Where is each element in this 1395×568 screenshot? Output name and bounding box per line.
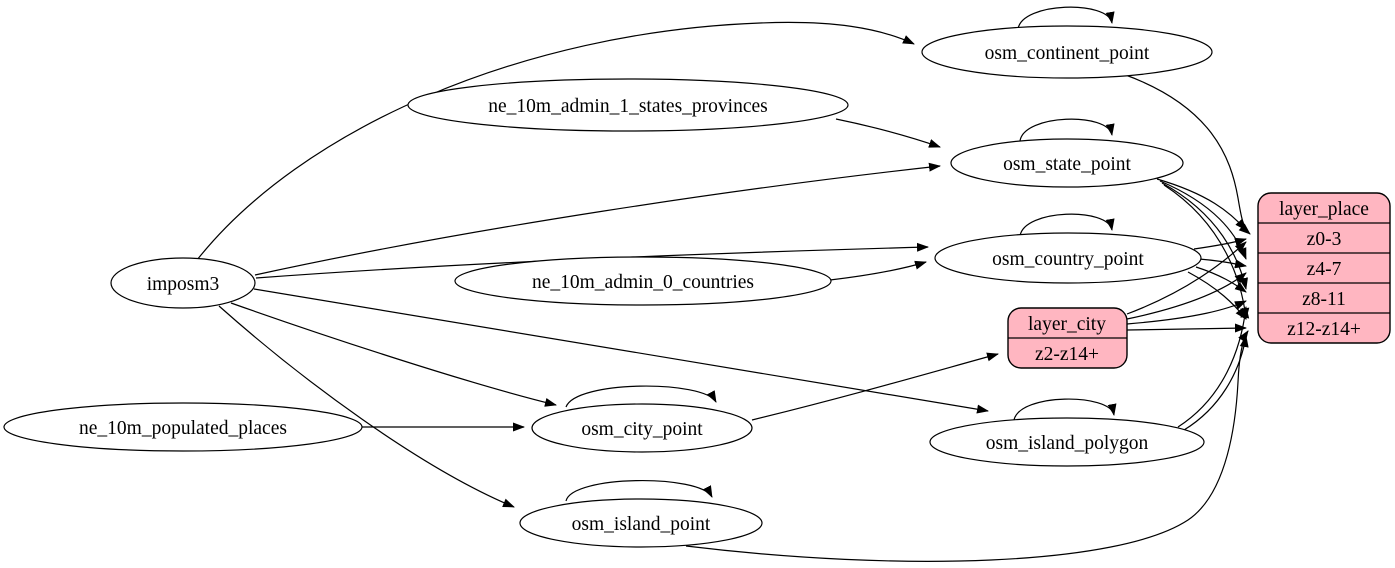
node-osm_country_point: osm_country_point (934, 232, 1202, 284)
edge-osm_island_polygon-layer_place-z8-11 (1177, 306, 1250, 428)
imposm3-label: imposm3 (147, 274, 220, 295)
edge-layer_city-layer_place-z8-11 (1126, 300, 1247, 325)
osm_state_point-label: osm_state_point (1003, 154, 1131, 175)
layer_city-row-z2-z14: z2-z14+ (1035, 344, 1099, 365)
osm_city_point-label: osm_city_point (581, 419, 703, 440)
layer_place-row-z0-3: z0-3 (1307, 229, 1342, 250)
osm_island_polygon-shape (929, 417, 1205, 467)
selfloop-osm_country_point (1019, 213, 1115, 237)
node-osm_island_polygon: osm_island_polygon (929, 417, 1205, 467)
node-ne_10m_admin_1_states_provinces: ne_10m_admin_1_states_provinces (407, 78, 849, 132)
edge-osm_country_point-layer_place-z4-7 (1198, 258, 1247, 269)
selfloop-osm_city_point (565, 385, 717, 408)
node-layer_city: layer_city z2-z14+ (1007, 307, 1128, 369)
osm_country_point-shape (934, 232, 1202, 284)
node-imposm3: imposm3 (110, 257, 256, 309)
edge-imposm3-osm_island_point (218, 305, 515, 508)
node-ne_10m_populated_places: ne_10m_populated_places (3, 402, 363, 452)
edge-imposm3-osm_state_point (254, 162, 941, 276)
selfloop-osm_state_point (1019, 118, 1115, 142)
osm_continent_point-label: osm_continent_point (985, 43, 1150, 64)
node-osm_island_point: osm_island_point (519, 498, 763, 548)
edge-osm_country_point-layer_place-z0-3 (1193, 237, 1247, 250)
edge-imposm3-osm_island_polygon (253, 288, 989, 414)
node-osm_state_point: osm_state_point (950, 138, 1184, 188)
edge-osm_city_point-layer_city-z2-z14 (751, 352, 999, 421)
node-osm_continent_point: osm_continent_point (921, 25, 1213, 79)
ne_10m_admin_0_countries-shape (454, 256, 832, 306)
edge-ne_10m_admin_1_states_provinces-osm_state_point (835, 118, 941, 148)
edge-ne_10m_admin_0_countries-osm_country_point (829, 260, 927, 281)
osm_country_point-label: osm_country_point (992, 249, 1144, 270)
layer_place-shape (1257, 192, 1391, 344)
layer_place-header: layer_place (1279, 199, 1369, 220)
edge-osm_state_point-layer_place-z0-3 (1156, 178, 1247, 231)
osm_continent_point-shape (921, 25, 1213, 79)
selfloop-osm_island_point (565, 480, 713, 502)
edge-imposm3-osm_city_point (230, 302, 557, 407)
edge-osm_country_point-layer_place-z8-11 (1195, 266, 1247, 293)
node-ne_10m_admin_0_countries: ne_10m_admin_0_countries (454, 256, 832, 306)
ne_10m_admin_1_states_provinces-label: ne_10m_admin_1_states_provinces (488, 96, 767, 117)
node-osm_city_point: osm_city_point (531, 403, 753, 453)
edge-osm_island_polygon-layer_place-z12-z14 (1183, 335, 1249, 431)
ne_10m_admin_1_states_provinces-shape (407, 78, 849, 132)
osm_island_point-shape (519, 498, 763, 548)
imposm3-shape (110, 257, 256, 309)
osm_island_point-label: osm_island_point (572, 514, 711, 535)
edge-osm_island_point-layer_place-z12-z14 (685, 330, 1249, 562)
edge-layer_city-layer_place-z12-z14 (1126, 323, 1247, 333)
layer_place-row-z8-11: z8-11 (1302, 289, 1346, 310)
ne_10m_admin_0_countries-label: ne_10m_admin_0_countries (532, 272, 754, 293)
layer_place-row-z12-z14: z12-z14+ (1287, 319, 1361, 340)
osm_city_point-shape (531, 403, 753, 453)
ne_10m_populated_places-label: ne_10m_populated_places (79, 418, 287, 439)
edge-layer_city-layer_place-z0-3 (1126, 241, 1247, 315)
node-layer_place: layer_place z0-3 z4-7 z8-11 z12-z14+ (1257, 192, 1391, 344)
selfloop-osm_island_polygon (1013, 398, 1117, 421)
osm_island_polygon-label: osm_island_polygon (986, 433, 1149, 454)
osm_state_point-shape (950, 138, 1184, 188)
layer_place-row-z4-7: z4-7 (1307, 259, 1342, 280)
edge-imposm3-osm_continent_point (196, 21, 915, 261)
ne_10m_populated_places-shape (3, 402, 363, 452)
layer_city-header: layer_city (1028, 314, 1106, 335)
edge-layer_city-layer_place-z4-7 (1126, 272, 1247, 320)
selfloop-osm_continent_point (1017, 6, 1115, 30)
